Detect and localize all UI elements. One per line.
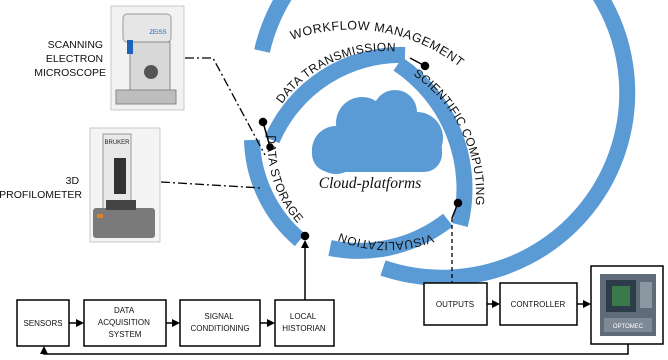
profilometer-brand-label: BRUKER <box>104 140 130 146</box>
signal-conditioning-box <box>179 299 261 347</box>
profilometer-link-line <box>160 181 263 189</box>
ring-group <box>244 0 636 286</box>
connector-dot <box>453 198 463 208</box>
profilometer-label: 3D PROFILOMETER <box>0 175 82 201</box>
outputs-label: OUTPUTS <box>436 300 474 309</box>
ring-connectors <box>258 57 463 241</box>
cloud-platforms-label: Cloud-platforms <box>319 175 421 192</box>
sensors-label: SENSORS <box>23 319 62 328</box>
inner-left-ring-arc <box>244 139 306 247</box>
controller-label: CONTROLLER <box>511 300 566 309</box>
daq-label: DATA ACQUISITION SYSTEM <box>98 306 152 339</box>
local-historian-label: LOCAL HISTORIAN <box>282 312 326 333</box>
sem-image: ZEISS <box>110 5 185 111</box>
connector-dot <box>420 61 430 71</box>
middle-ring-arc <box>393 57 473 227</box>
connector-dot <box>300 231 310 241</box>
signal-conditioning-label: SIGNAL CONDITIONING <box>190 312 249 333</box>
feedback-arrow <box>40 344 629 355</box>
pipeline-arrows <box>40 240 629 355</box>
local-historian-box <box>274 299 335 347</box>
machine-brand-label: OPTOMEC <box>613 324 644 330</box>
cloud-icon <box>312 90 443 174</box>
bottom-ring-arc <box>328 213 453 259</box>
machine-image: OPTOMEC <box>600 274 656 336</box>
outer-ring-arc <box>254 0 636 286</box>
inner-top-ring-arc <box>264 46 406 144</box>
sem-brand-label: ZEISS <box>149 30 166 36</box>
connector-dot <box>266 143 274 151</box>
sensors-box <box>16 299 70 347</box>
sem-label: SCANNING ELECTRON MICROSCOPE <box>34 39 106 79</box>
profilometer-image: BRUKER <box>89 127 161 243</box>
connector-dot <box>258 117 268 127</box>
